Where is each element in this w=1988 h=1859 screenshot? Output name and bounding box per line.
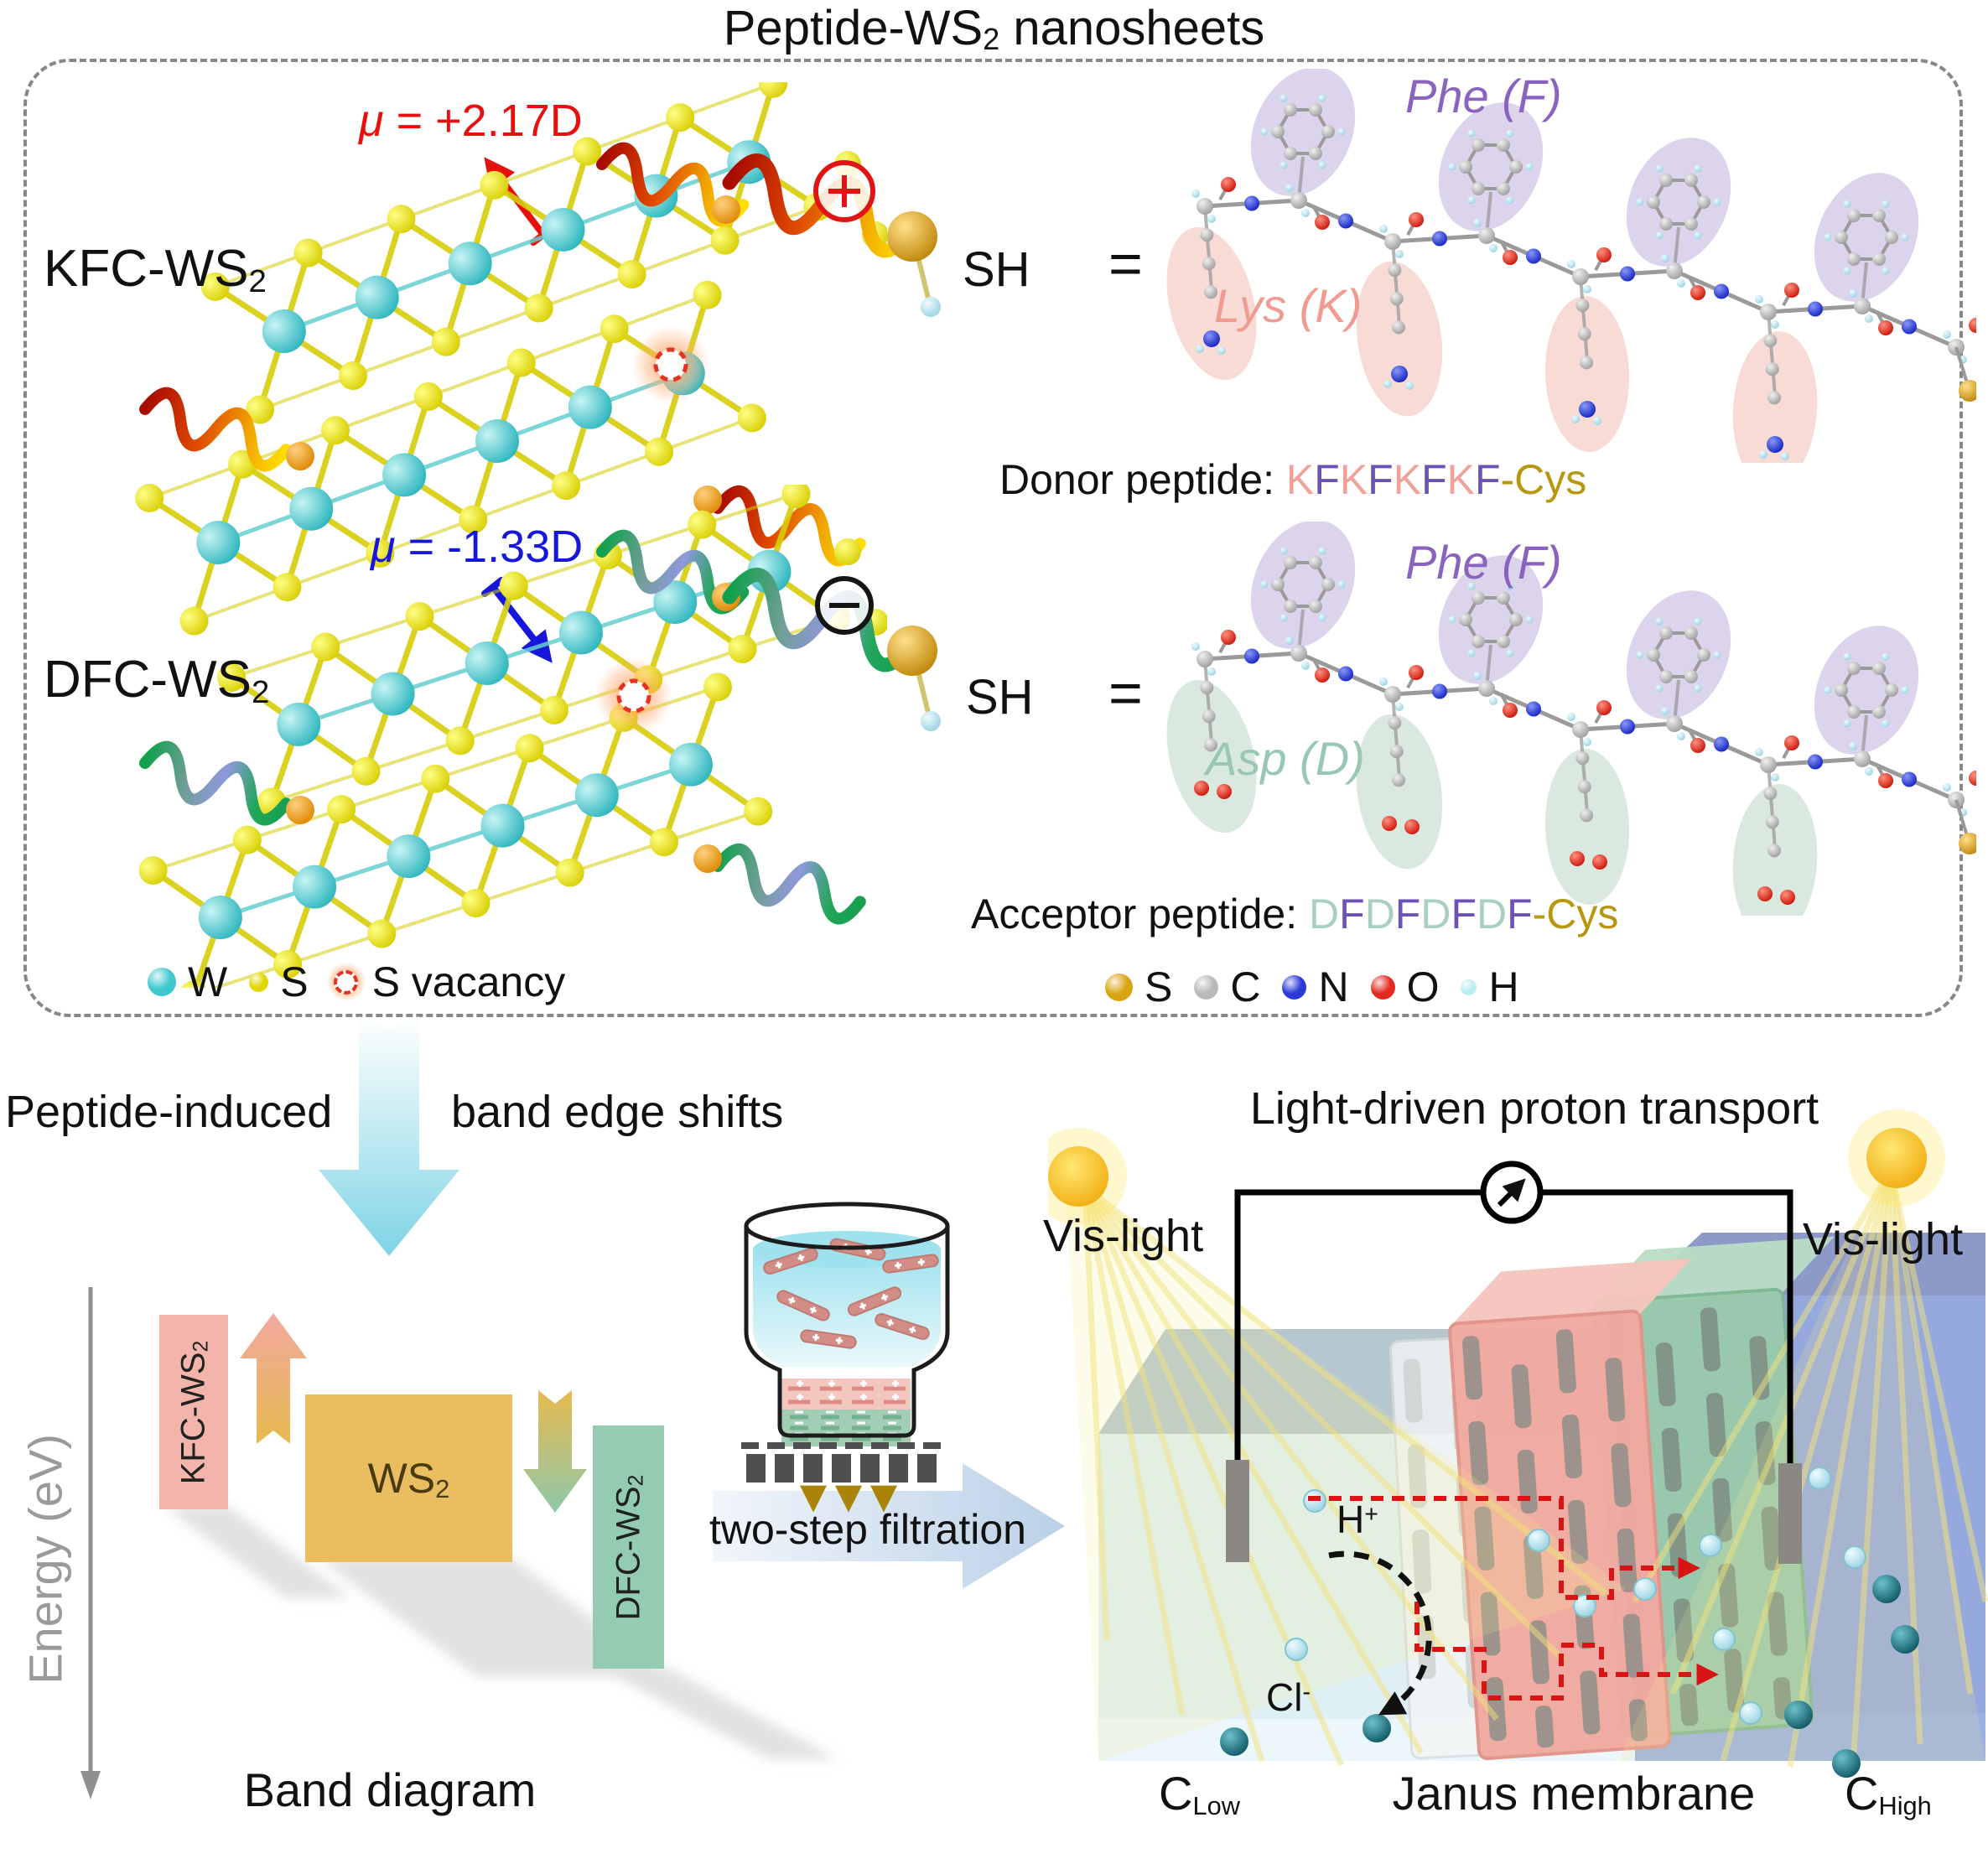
acceptor-asp-label: Asp (D) bbox=[1206, 732, 1365, 785]
acceptor-sequence: DFDFDFDF bbox=[1309, 891, 1533, 937]
dfc-band-bar: DFC-WS2 bbox=[593, 1425, 664, 1669]
kfc-label-text: KFC-WS bbox=[44, 240, 249, 298]
dfc-band-label: DFC-WS2 bbox=[610, 1474, 648, 1620]
h-atom-icon bbox=[1461, 979, 1477, 995]
residue-letter: K bbox=[1285, 456, 1315, 503]
dfc-ws2-label: DFC-WS2 bbox=[44, 651, 270, 710]
donor-caption-prefix: Donor peptide: bbox=[999, 456, 1286, 503]
donor-phe-label: Phe (F) bbox=[1405, 70, 1562, 122]
s-vacancy-icon bbox=[326, 963, 366, 1001]
title-text: Peptide-WS bbox=[723, 1, 984, 55]
kfc-band-label: KFC-WS2 bbox=[174, 1340, 213, 1484]
s-atom-icon bbox=[249, 972, 269, 992]
acceptor-sh-label: SH bbox=[966, 670, 1034, 724]
residue-letter: K bbox=[1393, 456, 1422, 503]
title-text2: nanosheets bbox=[999, 1, 1265, 55]
dfc-ws2-lattice-illustration bbox=[99, 480, 889, 1010]
vis-light-left-label: Vis-light bbox=[1043, 1211, 1204, 1261]
donor-lys-label: Lys (K) bbox=[1214, 279, 1363, 332]
kfc-label-sub: 2 bbox=[248, 262, 267, 299]
residue-letter: K bbox=[1446, 456, 1475, 503]
h-ion-label: H+ bbox=[1337, 1498, 1378, 1541]
residue-letter: D bbox=[1477, 891, 1508, 937]
equals-sign-acceptor: = bbox=[1108, 660, 1143, 725]
legend-label: S bbox=[1145, 963, 1173, 1010]
kfc-band-bar: KFC-WS2 bbox=[159, 1315, 228, 1509]
c-atom-icon bbox=[1194, 974, 1219, 1000]
dfc-dipole-text: = -1.33D bbox=[395, 522, 584, 572]
donor-sequence: KFKFKFKF bbox=[1286, 456, 1501, 503]
legend-label: N bbox=[1318, 963, 1349, 1010]
residue-letter: F bbox=[1421, 456, 1447, 503]
residue-letter: F bbox=[1474, 456, 1501, 503]
acceptor-peptide-icon bbox=[714, 547, 1075, 786]
acceptor-peptide-molecule bbox=[1159, 520, 1984, 940]
donor-cys: -Cys bbox=[1500, 456, 1587, 503]
figure-title: Peptide-WS2 nanosheets bbox=[0, 3, 1988, 55]
lattice-legend: W S S vacancy bbox=[126, 958, 565, 1006]
dfc-label-text: DFC-WS bbox=[44, 651, 252, 709]
ws2-band-label: WS2 bbox=[367, 1455, 450, 1503]
energy-axis-label: Energy (eV) bbox=[18, 1434, 72, 1685]
kfc-dipole-value: μ = +2.17D bbox=[359, 97, 583, 145]
legend-label: W bbox=[188, 958, 228, 1005]
donor-peptide-icon bbox=[714, 132, 1075, 371]
c-high-label: CHigh bbox=[1845, 1767, 1932, 1820]
equals-sign-donor: = bbox=[1108, 231, 1143, 296]
acceptor-phe-label: Phe (F) bbox=[1405, 536, 1562, 589]
vis-light-right-label: Vis-light bbox=[1803, 1214, 1964, 1264]
band-diagram-caption: Band diagram bbox=[243, 1763, 537, 1816]
caption-two-step-filtration: two-step filtration bbox=[709, 1506, 1026, 1553]
mu-symbol: μ bbox=[371, 522, 396, 572]
o-atom-icon bbox=[1370, 974, 1395, 1000]
residue-letter: F bbox=[1451, 891, 1477, 937]
residue-letter: F bbox=[1314, 456, 1340, 503]
caption-band-edge-shifts: band edge shifts bbox=[451, 1087, 784, 1137]
acceptor-cys: -Cys bbox=[1532, 891, 1619, 937]
residue-letter: F bbox=[1339, 891, 1365, 937]
residue-letter: D bbox=[1364, 891, 1395, 937]
w-atom-icon bbox=[148, 968, 176, 996]
residue-letter: D bbox=[1309, 891, 1340, 937]
acceptor-peptide-caption: Acceptor peptide: DFDFDFDF-Cys bbox=[971, 892, 1618, 937]
dfc-label-sub: 2 bbox=[251, 673, 270, 710]
acceptor-caption-prefix: Acceptor peptide: bbox=[971, 891, 1310, 937]
c-low-label: CLow bbox=[1159, 1767, 1240, 1820]
transport-title: Light-driven proton transport bbox=[1249, 1083, 1819, 1134]
mu-symbol: μ bbox=[359, 96, 384, 146]
ws2-band-box: WS2 bbox=[305, 1394, 512, 1562]
s-atom-icon bbox=[1105, 973, 1133, 1001]
donor-peptide-molecule bbox=[1159, 67, 1984, 487]
kfc-dipole-text: = +2.17D bbox=[383, 96, 583, 146]
filtration-apparatus bbox=[686, 1167, 1139, 1624]
residue-letter: F bbox=[1507, 891, 1533, 937]
residue-letter: F bbox=[1368, 456, 1394, 503]
donor-sh-label: SH bbox=[963, 242, 1030, 297]
legend-label: H bbox=[1488, 963, 1519, 1010]
proton-transport-cell bbox=[1030, 1052, 1988, 1859]
cl-ion-label: Cl- bbox=[1266, 1675, 1311, 1719]
caption-peptide-induced: Peptide-induced bbox=[5, 1087, 333, 1137]
legend-label: S vacancy bbox=[371, 958, 566, 1005]
residue-letter: K bbox=[1339, 456, 1368, 503]
residue-letter: F bbox=[1394, 891, 1421, 937]
residue-letter: D bbox=[1420, 891, 1451, 937]
dfc-dipole-value: μ = -1.33D bbox=[371, 523, 583, 571]
nanosheet-panel-border bbox=[23, 59, 1963, 1017]
legend-label: C bbox=[1230, 963, 1261, 1010]
title-sub: 2 bbox=[983, 22, 1000, 57]
kfc-ws2-label: KFC-WS2 bbox=[44, 240, 267, 299]
janus-membrane-label: Janus membrane bbox=[1392, 1767, 1756, 1820]
donor-peptide-caption: Donor peptide: KFKFKFKF-Cys bbox=[999, 458, 1586, 502]
legend-label: S bbox=[280, 958, 309, 1005]
legend-label: O bbox=[1406, 963, 1440, 1010]
n-atom-icon bbox=[1282, 974, 1307, 1000]
